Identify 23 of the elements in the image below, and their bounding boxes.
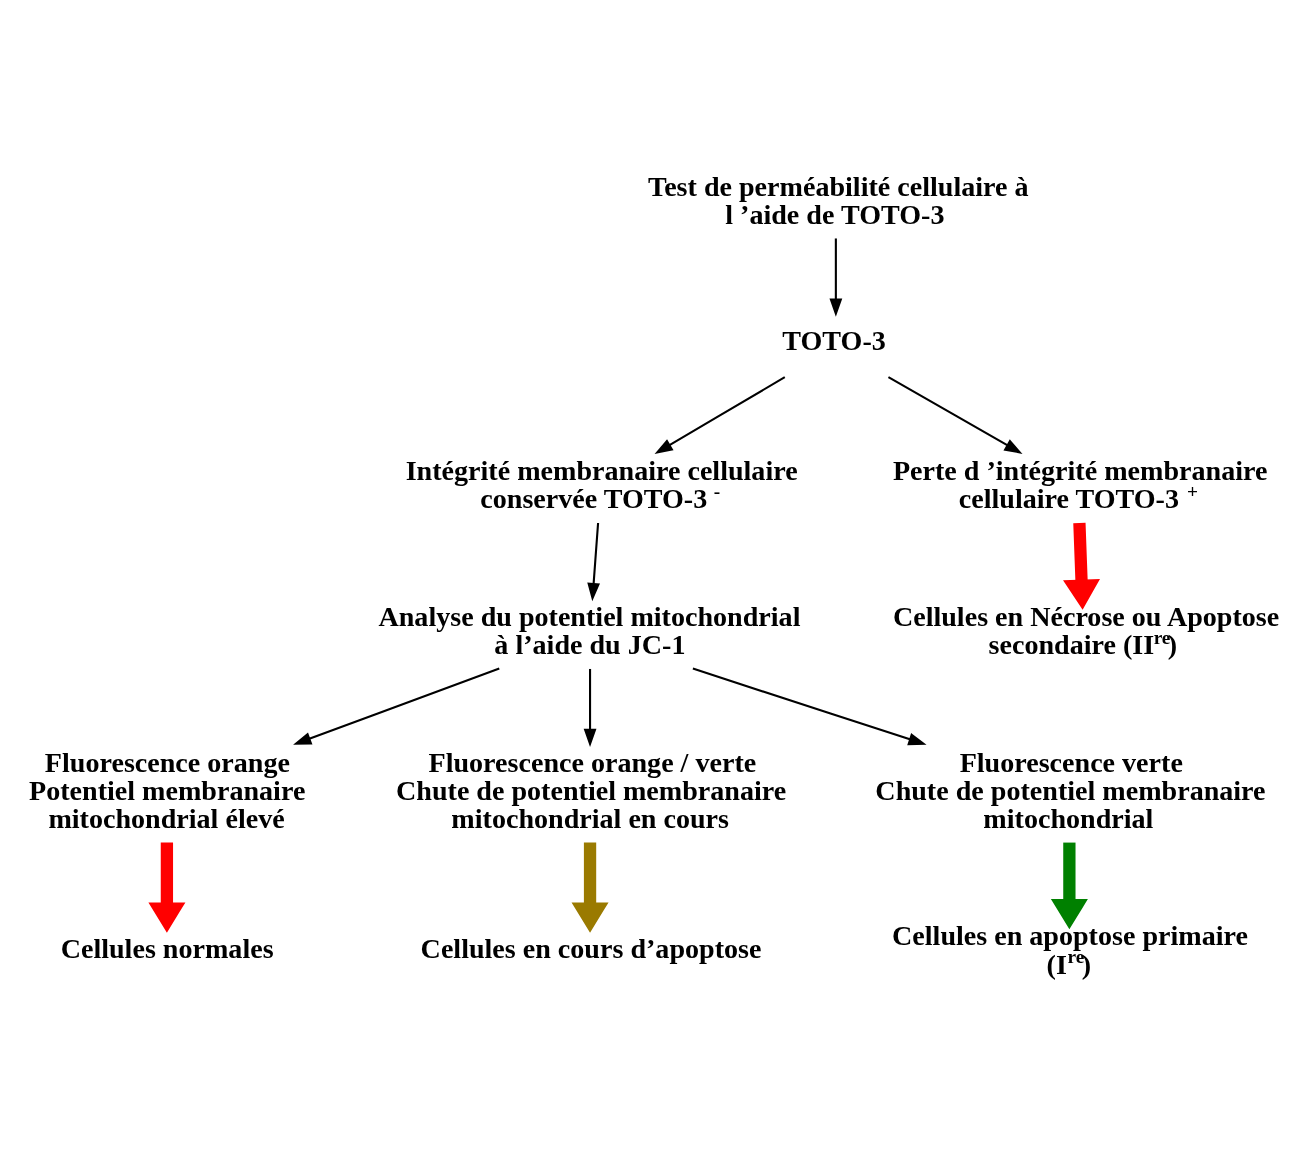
arrow (293, 667, 500, 745)
node-text: Fluorescence orange / verte Chute de potentiel membranaire mitochondrial en cours (396, 746, 787, 834)
arrow (1063, 522, 1100, 610)
node-text: Cellules en apoptose primaire (I$^{re}$) (892, 920, 1248, 980)
arrow (571, 842, 609, 933)
arrow (829, 238, 843, 317)
arrow (1050, 842, 1088, 930)
node-text: Cellules en Nécrose ou Apoptose secondaire (II$^{re}$) (892, 600, 1280, 661)
arrow (583, 668, 597, 748)
node-text: Intégrité membranaire cellulaire conservée TOTO-3 $^{-}$ (405, 455, 798, 515)
arrow (148, 842, 186, 933)
arrow (654, 376, 786, 454)
node-text: Test de perméabilité cellulaire à l ’aide de TOTO-3 (647, 170, 1029, 230)
node-text: Cellules en cours d’apoptose (420, 932, 762, 964)
node-text: TOTO-3 (782, 325, 886, 357)
arrow (887, 376, 1023, 454)
arrow (692, 667, 927, 746)
node-text: Analyse du potentiel mitochondrial à l’aide du JC-1 (378, 600, 801, 661)
node-text: Fluorescence verte Chute de potentiel membranaire mitochondrial (875, 746, 1266, 834)
node-text: Cellules normales (60, 932, 274, 964)
node-text: Perte d ’intégrité membranaire cellulaire TOTO-3 $^{+}$ (892, 455, 1268, 515)
arrow (587, 522, 601, 602)
node-text: Fluorescence orange Potentiel membranaire mitochondrial élevé (29, 746, 306, 834)
